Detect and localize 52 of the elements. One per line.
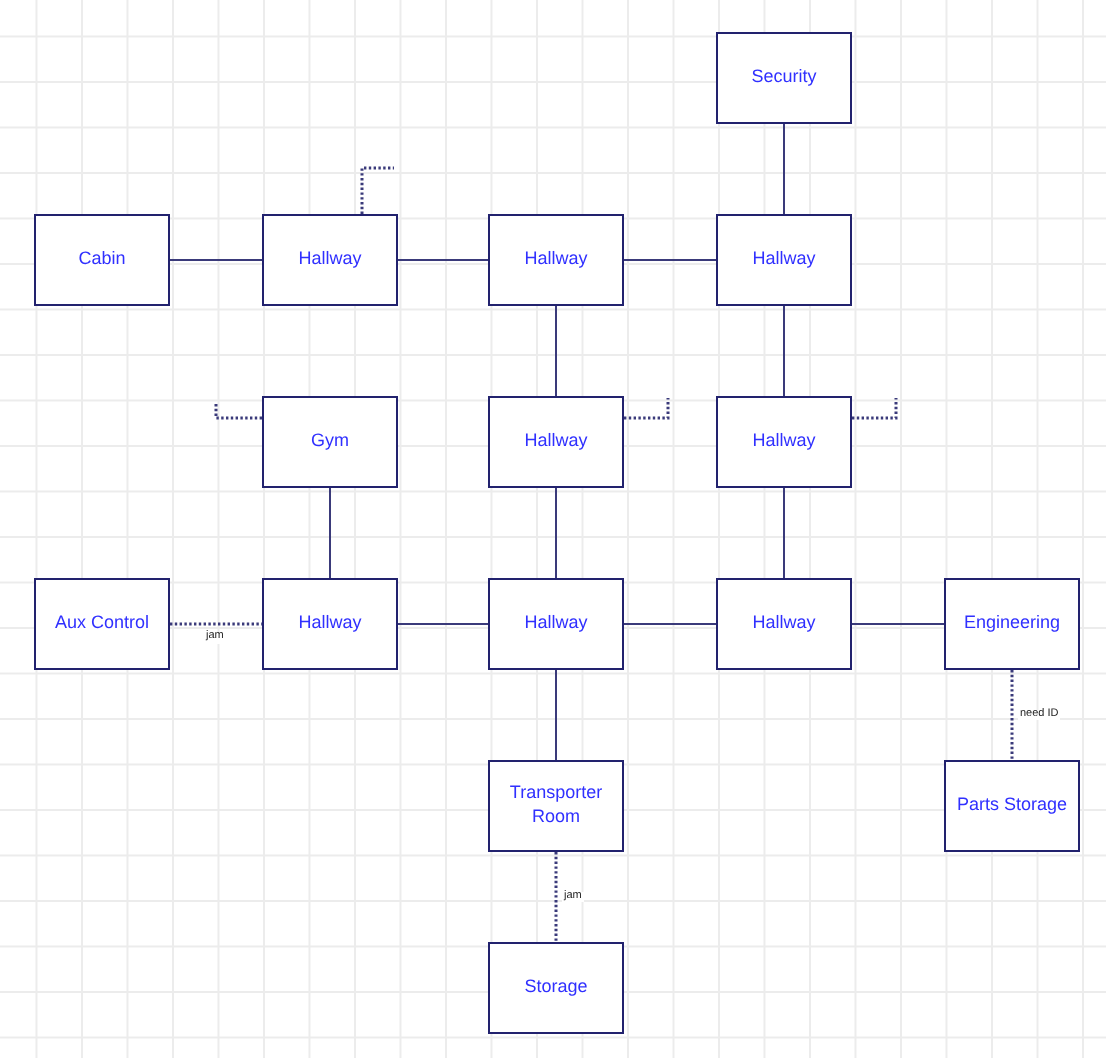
connector-line	[397, 259, 489, 261]
room-name: Gym	[309, 430, 351, 454]
room-box	[716, 396, 852, 488]
room-name: Parts Storage	[954, 794, 1070, 818]
room-name: Hallway	[750, 430, 818, 454]
room-box	[944, 578, 1080, 670]
room-name: Hallway	[522, 612, 590, 636]
connector-line	[1010, 670, 1014, 760]
room-box	[488, 578, 624, 670]
room-name: Security	[749, 66, 819, 90]
room-box	[488, 942, 624, 1034]
room-name: Cabin	[76, 248, 128, 272]
room-box	[488, 396, 624, 488]
room-box	[716, 32, 852, 124]
connector-line	[397, 623, 489, 625]
room-box	[488, 214, 624, 306]
dotted-stub-line	[852, 398, 898, 420]
connector-line	[623, 623, 717, 625]
room-box	[262, 214, 398, 306]
connector-line	[170, 622, 262, 626]
room-box	[34, 578, 170, 670]
room-name: Engineering	[961, 612, 1063, 636]
room-box	[944, 760, 1080, 852]
connector-line	[329, 487, 331, 579]
connector-line	[169, 259, 263, 261]
connector-line	[623, 259, 717, 261]
dotted-stub-line	[214, 402, 262, 420]
connector-line	[851, 623, 945, 625]
connector-line	[555, 669, 557, 761]
room-name: Transporter Room	[507, 782, 605, 830]
connector-line	[555, 487, 557, 579]
room-box	[488, 760, 624, 852]
room-name: Hallway	[750, 248, 818, 272]
connector-line	[783, 123, 785, 215]
room-name: Aux Control	[52, 612, 152, 636]
room-name: Hallway	[522, 248, 590, 272]
room-name: Hallway	[296, 612, 364, 636]
room-name: Hallway	[750, 612, 818, 636]
dotted-stub-line	[624, 398, 670, 420]
room-name: Hallway	[522, 430, 590, 454]
room-name: Storage	[522, 976, 590, 1000]
connector-line	[555, 305, 557, 397]
connector-line	[554, 852, 558, 942]
connector-line	[783, 487, 785, 579]
room-box	[34, 214, 170, 306]
dotted-stub-line	[360, 166, 394, 214]
room-box	[262, 578, 398, 670]
room-box	[716, 578, 852, 670]
room-box	[716, 214, 852, 306]
room-name: Hallway	[296, 248, 364, 272]
connector-line	[783, 305, 785, 397]
room-box	[262, 396, 398, 488]
